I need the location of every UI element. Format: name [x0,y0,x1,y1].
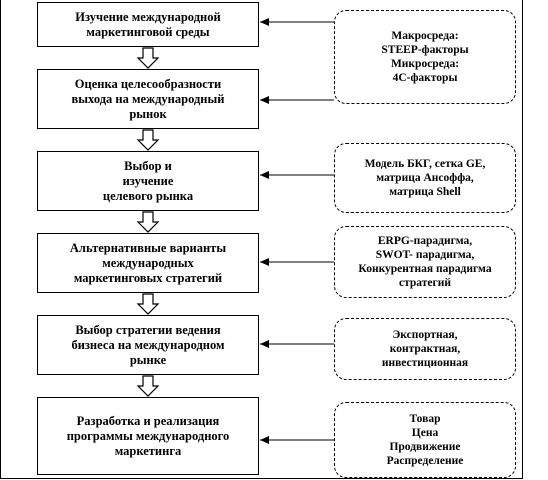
step-label: Оценка целесообразности выхода на междун… [71,76,225,121]
note-label: Экспортная, контрактная, инвестиционная [381,329,469,369]
note-entry-modes: Экспортная, контрактная, инвестиционная [334,318,516,380]
step-business-strategy: Выбор стратегии ведения бизнеса на между… [37,315,259,375]
step-label: Выбор стратегии ведения бизнеса на между… [71,322,225,367]
step-label: Изучение международной маркетинговой сре… [75,9,221,39]
down-arrow-1 [136,47,160,69]
step-entry-assessment: Оценка целесообразности выхода на междун… [37,69,259,129]
note-paradigms: ERPG-парадигма, SWOT- парадигма, Конкуре… [334,226,516,298]
step-label: Альтернативные варианты международных ма… [69,240,227,285]
note-label: ERPG-парадигма, SWOT- парадигма, Конкуре… [358,235,492,289]
note-label: Товар Цена Продвижение Распределение [386,413,464,467]
step-label: Разработка и реализация программы междун… [66,413,230,458]
step-strategy-alternatives: Альтернативные варианты международных ма… [37,233,259,293]
note-marketing-mix: Товар Цена Продвижение Распределение [334,402,516,478]
note-environment-factors: Макросреда: STEEP-факторы Микросреда: 4C… [334,10,516,104]
note-label: Модель БКГ, сетка GE, матрица Ансоффа, м… [364,158,486,198]
note-label: Макросреда: STEEP-факторы Микросреда: 4C… [381,30,469,84]
down-arrow-3 [136,211,160,233]
down-arrow-4 [136,293,160,315]
diagram-frame [0,0,523,479]
note-portfolio-models: Модель БКГ, сетка GE, матрица Ансоффа, м… [334,143,516,213]
step-environment-study: Изучение международной маркетинговой сре… [37,2,259,47]
down-arrow-2 [136,129,160,151]
step-label: Выбор и изучение целевого рынка [102,158,194,203]
step-target-market: Выбор и изучение целевого рынка [37,151,259,211]
down-arrow-5 [136,375,160,397]
step-program-development: Разработка и реализация программы междун… [37,397,259,475]
